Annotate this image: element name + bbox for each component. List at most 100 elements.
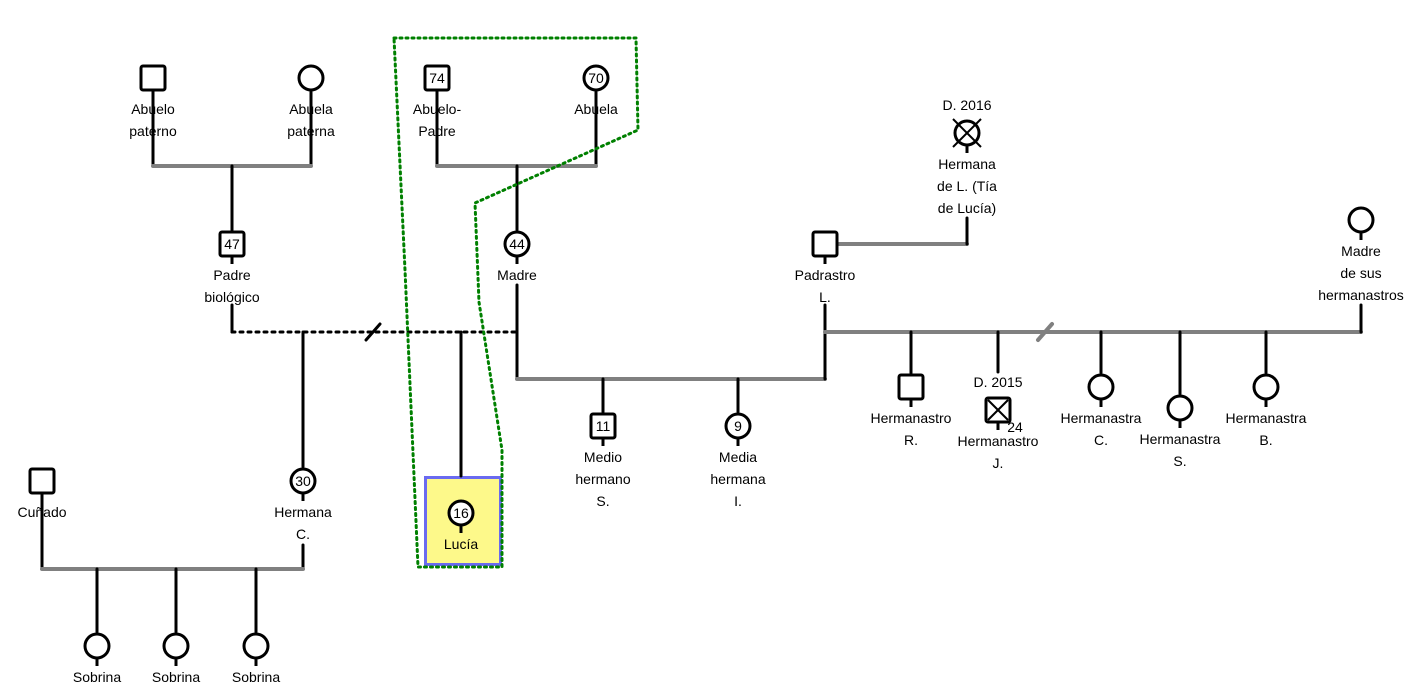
- label-line: Padre: [418, 123, 456, 139]
- label-line: Hermanastra: [1060, 410, 1142, 426]
- divorce-slash: [1036, 322, 1054, 342]
- person-label: Sobrina: [73, 666, 121, 688]
- person-hermanastro_j[interactable]: 24: [984, 396, 1023, 435]
- label-line: Sobrina: [151, 669, 201, 685]
- label-line: paterna: [287, 123, 335, 139]
- label-line: biológico: [204, 289, 260, 305]
- person-sobrina3[interactable]: [242, 632, 270, 666]
- person-cunado[interactable]: [28, 467, 56, 501]
- person-label: Lucía: [444, 533, 478, 555]
- label-line: Abuelo-: [412, 101, 462, 117]
- label-line: Madre: [1341, 243, 1381, 259]
- label-line: hermanastros: [1318, 287, 1404, 303]
- person-abuelo_paterno[interactable]: [139, 64, 167, 98]
- label-line: de Lucía): [937, 200, 997, 216]
- age-label: 44: [509, 236, 525, 252]
- person-padrastro[interactable]: [811, 230, 839, 264]
- age-label: 16: [453, 505, 469, 521]
- person-hermanastro_r[interactable]: [897, 373, 925, 407]
- person-label: Sobrina: [232, 666, 280, 688]
- person-label: Madre de sus hermanastros: [1318, 240, 1404, 306]
- person-label: Madre: [497, 264, 537, 286]
- label-line: paterno: [129, 123, 177, 139]
- label-line: J.: [992, 455, 1004, 471]
- age-label: 47: [224, 236, 240, 252]
- person-label: Abuelo- Padre: [413, 98, 461, 142]
- person-sobrina2[interactable]: [162, 632, 190, 666]
- person-abuelo_padre[interactable]: 74: [423, 64, 451, 98]
- person-label: Sobrina: [152, 666, 200, 688]
- label-line: S.: [1173, 453, 1187, 469]
- label-line: L.: [819, 289, 831, 305]
- person-label: Padre biológico: [204, 264, 259, 308]
- label-line: de sus: [1340, 265, 1382, 281]
- person-media_hermana[interactable]: 9: [724, 412, 752, 446]
- label-line: Hermana: [274, 504, 332, 520]
- person-label: Cuñado: [17, 501, 66, 523]
- age-label: 30: [295, 473, 311, 489]
- person-label: Abuelo paterno: [129, 98, 176, 142]
- person-label: Abuela: [574, 98, 618, 120]
- label-line: de L. (Tía: [937, 178, 997, 194]
- focus-person-box[interactable]: [424, 476, 502, 566]
- label-line: Abuelo: [131, 101, 175, 117]
- deceased-cross-icon: [952, 118, 982, 148]
- label-line: Hermanastra: [1225, 410, 1307, 426]
- label-line: C.: [1093, 432, 1108, 448]
- label-line: I.: [734, 493, 742, 509]
- male-square-icon: [811, 230, 839, 258]
- label-line: Madre: [497, 267, 537, 283]
- male-square-icon: [139, 64, 167, 92]
- person-tia[interactable]: [952, 118, 982, 153]
- person-lucia[interactable]: 16: [447, 499, 475, 533]
- label-line: Medio: [583, 449, 623, 465]
- female-circle-icon: [162, 632, 190, 660]
- person-abuela_paterna[interactable]: [297, 64, 325, 98]
- female-circle-icon: [297, 64, 325, 92]
- person-madre_hermanastros[interactable]: [1347, 206, 1375, 240]
- female-circle-icon: [1252, 373, 1280, 401]
- death-year-label: D. 2015: [973, 374, 1023, 390]
- death-year-label: D. 2016: [942, 97, 992, 113]
- label-line: Abuela: [574, 101, 618, 117]
- label-line: Hermanastro: [957, 433, 1039, 449]
- label-line: Hermanastro: [870, 410, 952, 426]
- label-line: Cuñado: [17, 504, 67, 520]
- person-hermana_c[interactable]: 30: [289, 467, 317, 501]
- label-line: R.: [903, 432, 918, 448]
- divorce-slash: [364, 322, 382, 342]
- person-padre[interactable]: 47: [218, 230, 246, 264]
- label-line: hermano: [575, 471, 631, 487]
- person-hermanastra_c[interactable]: [1087, 373, 1115, 407]
- label-line: Sobrina: [231, 669, 281, 685]
- age-label: 11: [596, 418, 611, 434]
- person-hermanastra_s[interactable]: [1166, 394, 1194, 428]
- person-medio_hermano[interactable]: 11: [589, 412, 617, 446]
- label-line: Abuela: [289, 101, 333, 117]
- person-hermanastra_b[interactable]: [1252, 373, 1280, 407]
- male-square-icon: [897, 373, 925, 401]
- age-label: 24: [1007, 419, 1023, 435]
- label-line: Padrastro: [794, 267, 856, 283]
- label-line: Media: [718, 449, 758, 465]
- person-madre[interactable]: 44: [503, 230, 531, 264]
- label-line: Lucía: [443, 536, 479, 552]
- household-outline: [392, 36, 640, 569]
- label-line: Padre: [213, 267, 251, 283]
- person-label: Abuela paterna: [287, 98, 334, 142]
- age-label: 70: [588, 70, 604, 86]
- label-line: Sobrina: [72, 669, 122, 685]
- female-circle-icon: [83, 632, 111, 660]
- label-line: Hermanastra: [1139, 431, 1221, 447]
- person-sobrina1[interactable]: [83, 632, 111, 666]
- person-abuela[interactable]: 70: [582, 64, 610, 98]
